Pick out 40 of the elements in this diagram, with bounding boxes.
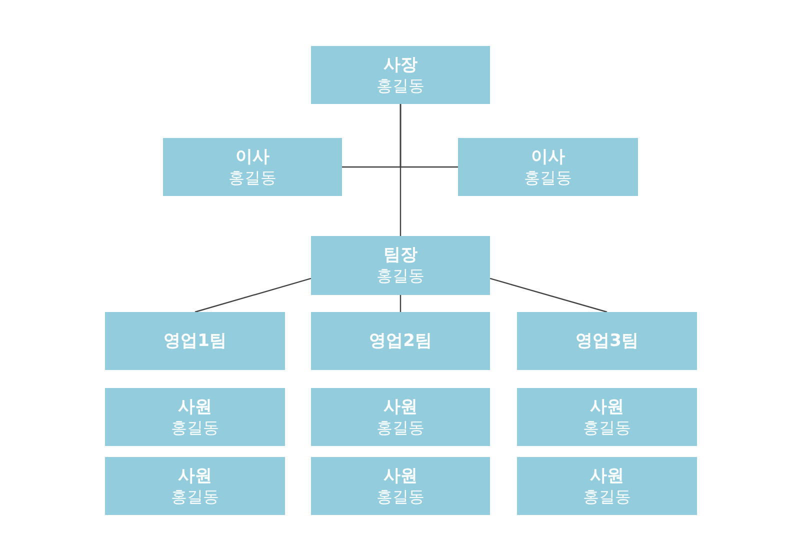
org-chart-box [105,312,285,370]
person-name: 홍길동 [583,486,631,506]
connector-line [400,295,402,312]
org-chart-box [163,138,342,196]
position-title: 사원 [590,466,624,486]
position-title: 영업1팀 [164,330,226,352]
org-chart-box [311,312,490,370]
org-chart-box [311,46,490,104]
org-chart-box [105,457,285,515]
org-chart-box [311,236,490,295]
position-title: 사장 [384,54,418,76]
connector-line [400,104,402,236]
org-chart-box [311,457,490,515]
org-chart-box [311,388,490,446]
org-chart-box [517,312,697,370]
person-name: 홍길동 [228,168,276,188]
position-title: 팀장 [384,245,418,266]
position-title: 영업3팀 [576,330,638,352]
connector-line [194,278,312,313]
org-chart-box [517,457,697,515]
person-name: 홍길동 [583,418,631,438]
person-name: 홍길동 [171,418,219,438]
position-title: 이사 [531,146,565,168]
connector-line [490,278,608,313]
person-name: 홍길동 [171,486,219,506]
position-title: 이사 [236,146,270,168]
org-chart-box [517,388,697,446]
position-title: 사원 [178,396,212,418]
person-name: 홍길동 [376,418,424,438]
position-title: 사원 [178,466,212,486]
person-name: 홍길동 [376,486,424,506]
person-name: 홍길동 [376,266,424,286]
person-name: 홍길동 [376,76,424,96]
position-title: 사원 [384,396,418,418]
position-title: 사원 [590,396,624,418]
position-title: 사원 [384,466,418,486]
person-name: 홍길동 [524,168,572,188]
org-chart-box [105,388,285,446]
org-chart-box [458,138,638,196]
position-title: 영업2팀 [369,330,432,352]
